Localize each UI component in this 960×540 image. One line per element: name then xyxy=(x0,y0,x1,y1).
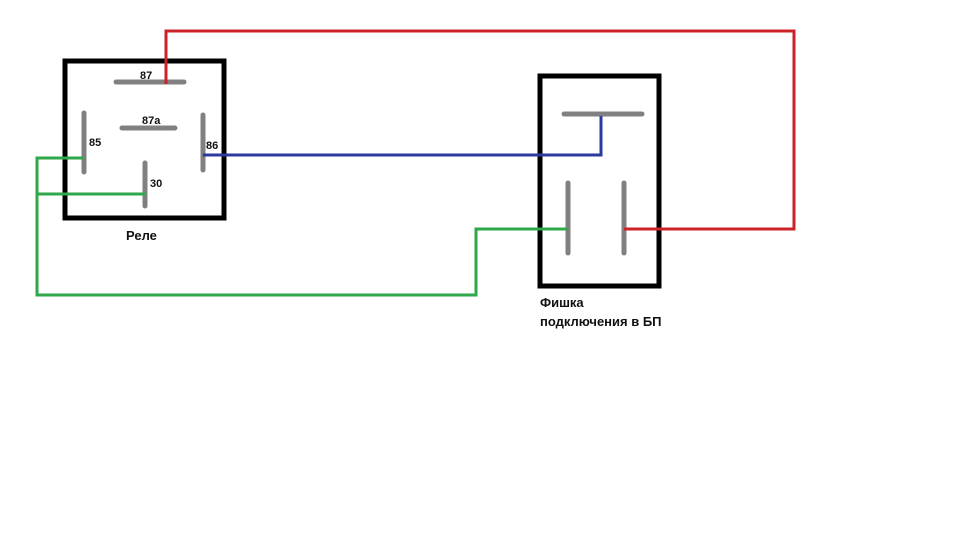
connector-frame xyxy=(537,73,662,289)
pin-label-86: 86 xyxy=(206,140,218,152)
wire-red xyxy=(164,29,796,231)
relay-frame xyxy=(62,58,227,221)
pin-label-87a: 87a xyxy=(142,115,161,127)
pin-label-85: 85 xyxy=(89,137,101,149)
connector-caption-line2: подключения в БП xyxy=(540,314,662,329)
relay-caption: Реле xyxy=(126,228,157,243)
wire-green-85 xyxy=(35,156,568,297)
pin-label-87: 87 xyxy=(140,70,152,82)
pin-label-30: 30 xyxy=(150,178,162,190)
wire-blue xyxy=(203,116,603,157)
connector-caption-line1: Фишка xyxy=(540,295,584,310)
